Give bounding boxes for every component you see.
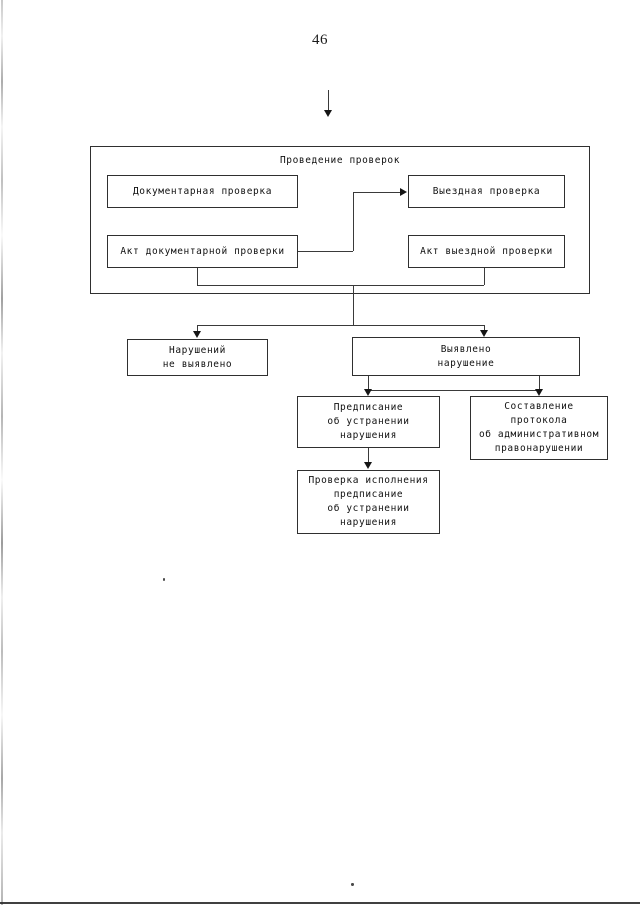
box-field-check-act[interactable]: Акт выездной проверки bbox=[408, 235, 565, 268]
box-protocol-drafting[interactable]: Составление протокола об административно… bbox=[470, 396, 608, 460]
group-conducting-inspections bbox=[90, 146, 590, 294]
down-arrow-icon bbox=[364, 462, 372, 469]
connector-act-to-field-v bbox=[353, 192, 354, 251]
connector-to-no-violation bbox=[197, 325, 198, 333]
scan-edge-artifact-left bbox=[1, 0, 3, 905]
down-arrow-icon bbox=[535, 389, 543, 396]
page-number: 46 bbox=[312, 32, 328, 48]
connector-act-to-field-h2 bbox=[353, 192, 401, 193]
box-documentary-check-act[interactable]: Акт документарной проверки bbox=[107, 235, 298, 268]
scan-speck bbox=[163, 578, 165, 581]
down-arrow-icon bbox=[480, 330, 488, 337]
down-arrow-icon bbox=[364, 389, 372, 396]
connector-act-field-down bbox=[484, 268, 485, 285]
connector-merge-bar bbox=[197, 285, 484, 286]
scan-speck bbox=[351, 883, 354, 886]
box-compliance-check[interactable]: Проверка исполнения предписание об устра… bbox=[297, 470, 440, 534]
entry-connector-line bbox=[328, 90, 329, 112]
connector-split-bar bbox=[197, 325, 484, 326]
group-title-conducting-inspections: Проведение проверок bbox=[279, 155, 401, 166]
box-order-to-remedy[interactable]: Предписание об устранении нарушения bbox=[297, 396, 440, 448]
down-arrow-icon bbox=[324, 110, 332, 117]
connector-violation-down-right bbox=[539, 376, 540, 390]
down-arrow-icon bbox=[193, 331, 201, 338]
connector-act-to-field-h1 bbox=[298, 251, 353, 252]
connector-order-down bbox=[368, 448, 369, 464]
box-field-check[interactable]: Выездная проверка bbox=[408, 175, 565, 208]
box-documentary-check[interactable]: Документарная проверка bbox=[107, 175, 298, 208]
connector-act-doc-down bbox=[197, 268, 198, 285]
box-no-violation[interactable]: Нарушений не выявлено bbox=[127, 339, 268, 376]
connector-to-violation bbox=[484, 325, 485, 331]
right-arrow-icon bbox=[400, 188, 407, 196]
scan-edge-artifact-bottom bbox=[0, 902, 640, 904]
connector-violation-down-left bbox=[368, 376, 369, 390]
connector-trunk-down bbox=[353, 285, 354, 325]
box-violation-found[interactable]: Выявлено нарушение bbox=[352, 337, 580, 376]
connector-violation-split-bar bbox=[368, 390, 539, 391]
